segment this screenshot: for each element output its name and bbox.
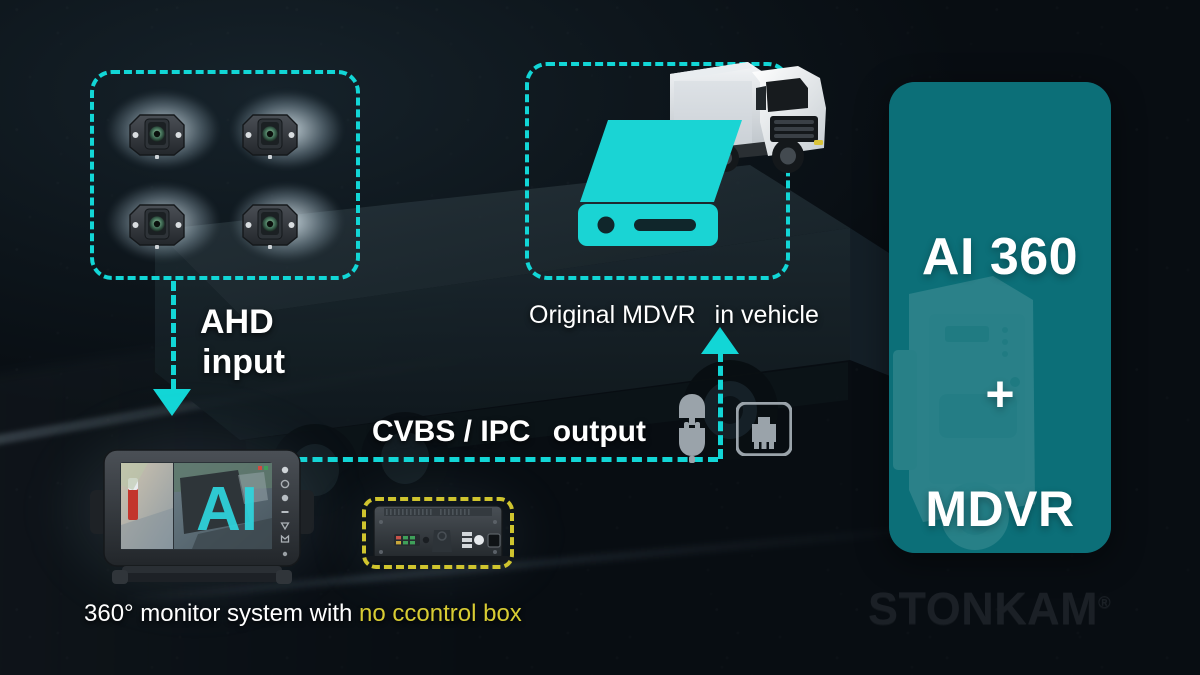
camera-icon[interactable] [237,197,303,251]
camera-icon[interactable] [124,107,190,161]
rj45-ethernet-icon [736,402,792,456]
arrow-down-icon [153,389,191,416]
background-truck-silhouette [155,165,900,516]
control-box-icon[interactable] [366,500,510,566]
label-cvbs-plain: output [552,415,646,448]
monitor-icon[interactable]: AI [88,430,316,590]
mdvr-box-icon[interactable] [556,120,744,248]
flow-line-cvbs [206,457,718,462]
label-ahd-highlight: AHD [196,303,278,345]
label-ahd-plain: input [202,343,286,382]
control-box-exclusion-boundary [362,497,514,569]
camera-group-boundary [90,70,360,280]
panel-title-mdvr: MDVR [925,481,1075,537]
caption-lead: 360° monitor system with [84,600,360,627]
arrow-up-icon [701,327,739,354]
camera-icon[interactable] [237,107,303,161]
ai360-mdvr-panel[interactable]: AI 360 + MDVR [889,82,1111,553]
label-cvbs-output: CVBS / IPC output [368,415,646,452]
panel-title-ai360: AI 360 [921,228,1079,286]
plug-connector-icon [679,394,705,463]
brand-watermark: STONKAM® [868,583,1111,635]
flow-line-ahd [171,281,176,389]
camera-icon[interactable] [124,197,190,251]
label-ahd-input: AHD input [196,303,285,381]
label-original-mdvr: Original MDVR in vehicle [525,301,819,333]
flow-line-to-mdvr [718,352,723,459]
label-cvbs-highlight: CVBS / IPC [368,415,535,452]
brand-name: STONKAM [868,583,1099,634]
monitor-caption: 360° monitor system with no ccontrol box [84,600,522,628]
svg-text:AI: AI [196,475,258,544]
label-mdvr-highlight: Original MDVR [525,301,700,333]
panel-plus-sign: + [985,366,1015,422]
label-mdvr-plain: in vehicle [714,301,819,329]
caption-emphasis: no ccontrol box [359,600,522,627]
panel-tint [889,82,1111,553]
registered-mark: ® [1098,593,1112,612]
